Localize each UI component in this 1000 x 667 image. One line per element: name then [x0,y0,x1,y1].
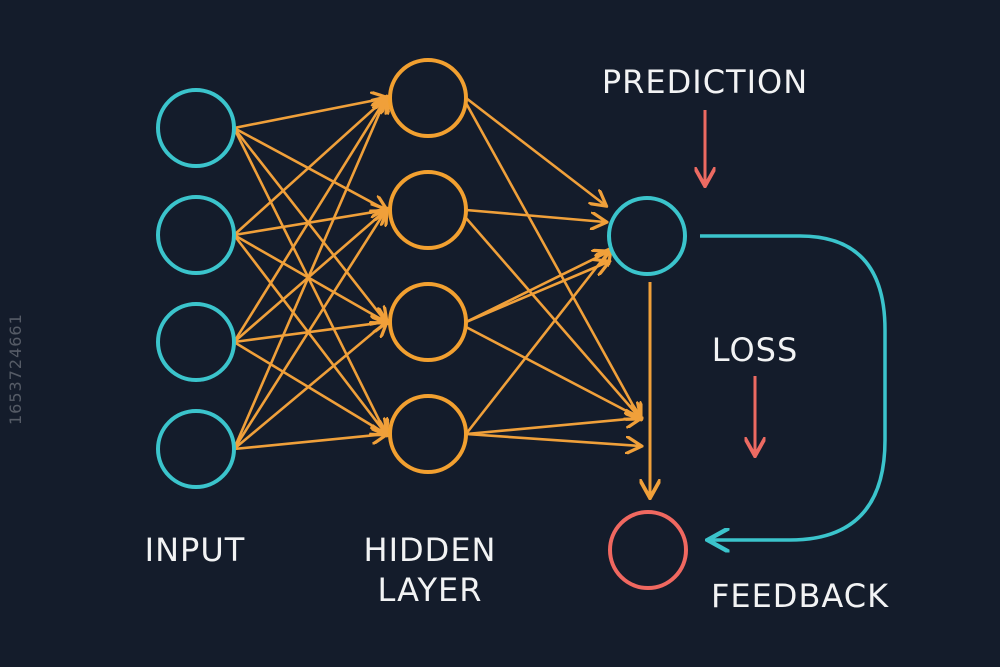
input-2-to-hidden-2-arrow [232,210,386,237]
hidden-label-line2: LAYER [377,571,483,609]
input-3-to-hidden-4-arrow [232,340,386,434]
stock-id-watermark: 1653724661 [6,313,25,425]
hidden-node-1 [388,58,468,138]
output-node [607,196,687,276]
input-node-4 [156,409,236,489]
input-3-to-hidden-1-arrow [232,98,386,344]
hidden-3-to-output-upper-arrow [464,262,608,324]
input-node-1 [156,88,236,168]
input-1-to-hidden-4-arrow [232,126,386,434]
input-node-2 [156,195,236,275]
network-nodes [156,58,688,590]
hidden-2-to-lower-arrow [464,216,640,418]
loss-label: LOSS [711,331,799,369]
hidden-label-line1: HIDDEN [363,531,497,569]
prediction-label: PREDICTION [601,63,809,101]
hidden-4-to-output-upper-arrow [464,250,610,436]
input-1-to-hidden-1-arrow [232,98,386,130]
feedback-loop-arrow [700,234,887,540]
input-4-to-hidden-4-arrow [232,434,386,451]
input-label: INPUT [144,531,246,569]
hidden-3-to-lower-arrow [464,325,640,418]
input-1-to-hidden-2-arrow [232,126,386,210]
hidden-node-4 [388,394,468,474]
input-4-to-hidden-3-arrow [232,322,386,451]
hidden-1-to-lower-arrow [464,101,640,418]
hidden-4-to-lower-arrow [464,432,640,446]
hidden-3-to-output-arrow [464,252,608,324]
hidden-node-2 [388,170,468,250]
hidden-1-to-output-arrow [464,96,605,205]
hidden-4-to-output-arrow [464,418,640,436]
connection-arrows [232,96,640,451]
input-2-to-hidden-4-arrow [232,233,386,434]
input-4-to-hidden-2-arrow [232,210,386,451]
feedback-label: FEEDBACK [710,577,890,615]
hidden-2-to-output-arrow [464,208,605,222]
input-2-to-hidden-1-arrow [232,98,386,237]
hidden-layer-label: HIDDEN LAYER [335,530,525,610]
input-4-to-hidden-1-arrow [232,98,386,451]
input-1-to-hidden-3-arrow [232,126,386,322]
input-3-to-hidden-3-arrow [232,322,386,344]
input-node-3 [156,302,236,382]
feedback-node [608,510,688,590]
hidden-node-3 [388,282,468,362]
input-2-to-hidden-3-arrow [232,233,386,322]
